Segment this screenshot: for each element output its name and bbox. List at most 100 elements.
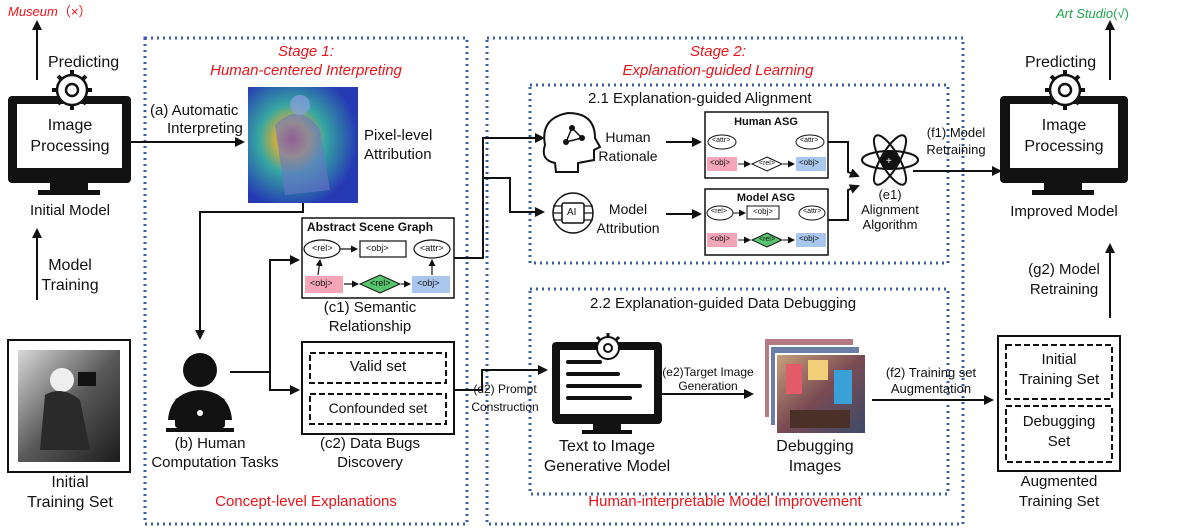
model-training-line2: Training (41, 277, 99, 294)
left-monitor-line2: Processing (30, 138, 110, 155)
left-predicting-label: Predicting (48, 54, 120, 71)
model-asg-title: Model ASG (736, 192, 796, 204)
stage1-footer: Concept-level Explanations (215, 493, 397, 510)
align-algo-line1: (e1) (878, 187, 902, 202)
art-studio-label: Art Studio(√) (1056, 6, 1129, 22)
svg-text:+: + (886, 156, 892, 167)
h-asg-obj-right: <obj> (799, 158, 820, 167)
g2-line2: Retraining (1029, 281, 1099, 298)
model-attribution-line1: Model (608, 201, 648, 217)
debugging-images-stack (763, 337, 867, 435)
improved-model-label: Improved Model (1010, 203, 1118, 220)
align-algo-line2: Alignment (861, 202, 919, 217)
align-algo-line3: Algorithm (862, 217, 918, 232)
gear-icon (1045, 70, 1085, 110)
debug-images-line2: Images (788, 458, 842, 475)
m-asg-rel: <rel> (711, 208, 727, 215)
model-asg-panel (704, 188, 829, 256)
m-asg-obj-left: <obj> (710, 234, 731, 243)
human-head-icon (542, 111, 602, 173)
m-asg-obj: <obj> (753, 207, 774, 216)
auto-interp-line1: (a) Automatic (150, 102, 239, 119)
stage2-footer: Human-interpretable Model Improvement (588, 493, 862, 510)
f1-line1: (f1) Model (926, 125, 986, 140)
alignment-frame (528, 83, 950, 265)
abstract-scene-graph-panel (301, 217, 455, 299)
gear-icon (52, 70, 92, 110)
human-tasks-line1: (b) Human (174, 435, 246, 452)
t2i-line1: Text to Image (558, 438, 656, 455)
model-attribution-line2: Attribution (596, 220, 660, 236)
human-rationale-line1: Human (605, 129, 651, 145)
auto-interp-line2: Interpreting (167, 120, 243, 137)
data-bugs-line2: Discovery (337, 454, 403, 471)
t2i-line2: Generative Model (543, 458, 671, 475)
asg-obj-right-token: <obj> (417, 278, 440, 288)
stage2-frame (485, 36, 965, 526)
stage2-title-line1: Stage 2: (690, 43, 746, 60)
human-rationale-line2: Rationale (598, 148, 658, 164)
semantic-line2: Relationship (328, 318, 412, 335)
model-training-line1: Model (48, 257, 92, 274)
asg-rel-token: <rel> (312, 243, 333, 253)
h-asg-obj-left: <obj> (710, 158, 731, 167)
f1-line2: Retraining (926, 142, 986, 157)
museum-text: Museum (8, 4, 58, 19)
stage1-frame (143, 36, 469, 526)
stage1-title-line1: Stage 1: (278, 43, 334, 60)
improved-model-monitor (1000, 70, 1128, 195)
text-to-image-monitor-icon (552, 333, 662, 434)
pixel-attr-line2: Attribution (364, 146, 432, 163)
debugging-set-line1: Debugging (1022, 413, 1096, 430)
ai-chip-label: AI (567, 207, 577, 218)
asg-obj-token: <obj> (366, 243, 389, 253)
initial-model-label: Initial Model (29, 202, 111, 219)
stage2-title-line2: Explanation-guided Learning (622, 62, 814, 79)
alignment-title: 2.1 Explanation-guided Alignment (588, 90, 812, 107)
h-asg-attr-left: <attr> (712, 137, 731, 144)
initial-ts-line2: Training Set (1018, 371, 1100, 388)
human-tasks-line2: Computation Tasks (151, 454, 279, 471)
human-asg-panel (704, 111, 829, 179)
data-bugs-line1: (c2) Data Bugs (319, 435, 421, 452)
left-monitor-line1: Image (47, 117, 93, 134)
f2-line1: (f2) Training set (885, 365, 977, 380)
debug-images-line1: Debugging (776, 438, 854, 455)
augmented-line1: Augmented (1020, 473, 1098, 490)
human-worker-icon (166, 353, 234, 432)
prompt-line2: Construction (471, 400, 539, 414)
pixel-attribution-heatmap (248, 87, 358, 203)
museum-label: Museum（×） (8, 4, 92, 20)
debugging-set-line2: Set (1047, 433, 1071, 450)
art-studio-mark: (√) (1113, 6, 1129, 21)
f2-line2: Augmentation (890, 381, 972, 396)
semantic-line1: (c1) Semantic (323, 299, 417, 316)
atom-icon: + (861, 134, 919, 186)
h-asg-rel: <rel> (759, 160, 775, 167)
pixel-attr-line1: Pixel-level (364, 127, 433, 144)
m-asg-obj-right: <obj> (799, 234, 820, 243)
target-gen-line1: (e2)Target Image (662, 365, 754, 379)
prompt-line1: (d2) Prompt (473, 382, 537, 396)
ai-chip-icon (552, 192, 594, 234)
initial-training-photo (7, 339, 131, 473)
initial-model-monitor (8, 70, 131, 195)
right-predicting-label: Predicting (1025, 54, 1097, 71)
asg-obj-left-token: <obj> (310, 278, 333, 288)
initial-training-set-line2: Training Set (27, 494, 113, 511)
initial-training-set-line1: Initial (51, 474, 89, 491)
museum-mark: （×） (57, 4, 92, 19)
human-asg-title: Human ASG (734, 116, 798, 128)
valid-set-label: Valid set (349, 358, 407, 375)
h-asg-attr-right: <attr> (800, 137, 819, 144)
stage1-title-line2: Human-centered Interpreting (210, 62, 402, 79)
asg-title: Abstract Scene Graph (307, 220, 434, 234)
asg-rel-mid-token: <rel> (370, 278, 391, 288)
asg-attr-token: <attr> (420, 243, 444, 253)
m-asg-rel-mid: <rel> (759, 236, 775, 243)
confounded-set-label: Confounded set (328, 400, 428, 416)
m-asg-attr: <attr> (803, 208, 822, 215)
art-studio-text: Art Studio (1056, 6, 1114, 21)
